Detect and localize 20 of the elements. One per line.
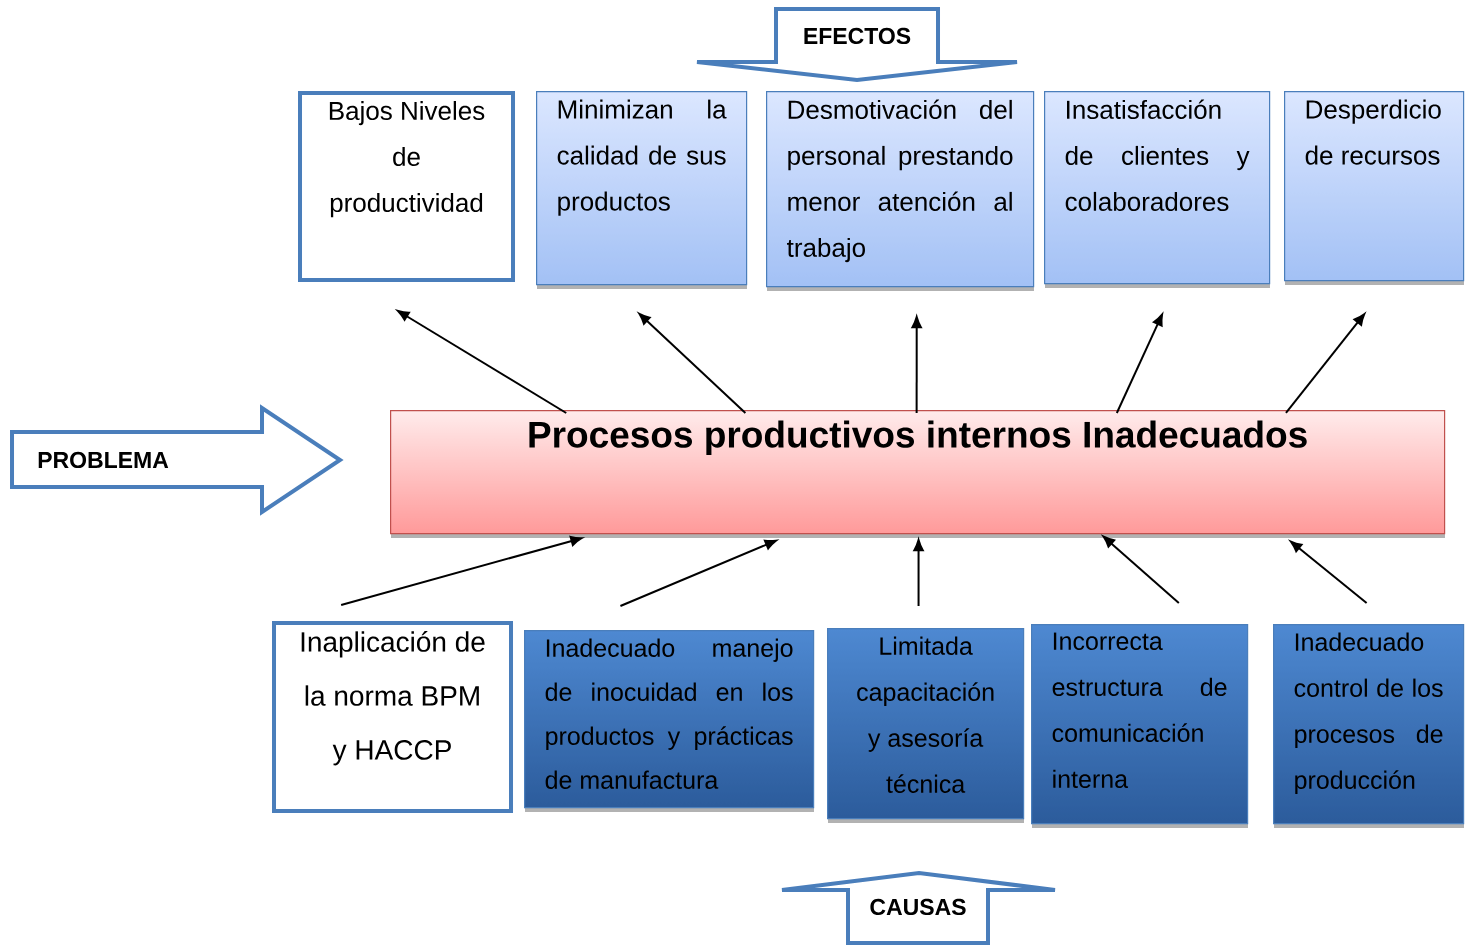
arrow (911, 316, 922, 414)
arrow (638, 312, 747, 414)
text-box: Inaplicación de la norma BPM y HACCP (272, 621, 513, 813)
arrow (340, 535, 583, 606)
cause-box: Inadecuado control de los procesos de producción (1273, 624, 1465, 828)
arrow (397, 310, 568, 414)
arrow (1285, 313, 1366, 414)
effect-box: Minimizan la calidad de sus productos (536, 91, 748, 289)
cause-box: Limitada capacitación y asesoría técnica (827, 628, 1025, 823)
arrow (619, 539, 777, 607)
arrow (1102, 535, 1180, 604)
effect-box: Desmotivación del personal prestando menor atención al trabajo (766, 91, 1035, 291)
arrow (1290, 540, 1368, 604)
arrow (1115, 313, 1163, 414)
problem-box: Procesos productivos internos Inadecuados (390, 410, 1446, 538)
cause-box: Inadecuado manejo de inocuidad en los productos y prácticas de manufactura (524, 630, 815, 812)
cause-box: Incorrecta estructura de comunicación interna (1031, 624, 1249, 828)
effect-box: Insatisfacción de clientes y colaboradores (1044, 91, 1271, 288)
effect-box: Desperdicio de recursos (1284, 91, 1465, 285)
text-box: Bajos Niveles de productividad (298, 91, 515, 282)
